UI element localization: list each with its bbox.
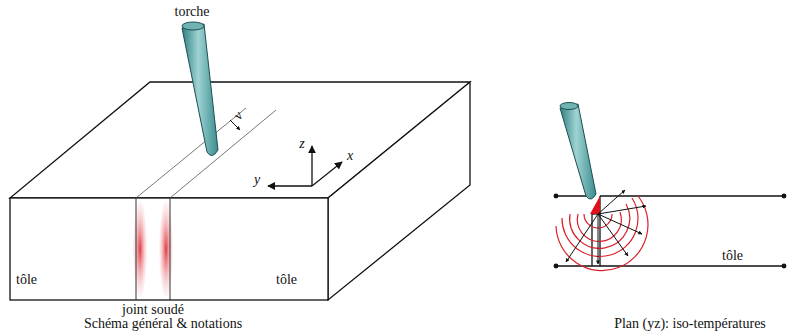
part-name: joint soudé: [122, 302, 184, 317]
velocity-arrow: [230, 120, 240, 130]
caption: Plan (yz): iso-températures: [614, 316, 766, 331]
part-name: tôle: [722, 248, 743, 263]
torch: [182, 22, 218, 156]
iso-temperatures: [556, 196, 648, 271]
part-name: torche: [175, 4, 210, 19]
axis-label: y: [254, 172, 260, 187]
part-name: tôle: [16, 272, 37, 287]
axis-label: x: [347, 148, 353, 163]
section-plate: [554, 194, 786, 268]
caption: Schéma général & notations: [84, 316, 242, 331]
axes: [268, 146, 342, 186]
plate-block: [10, 82, 470, 300]
axis-label: z: [299, 136, 304, 151]
heat-flux-arrows: [566, 190, 646, 264]
part-name: tôle: [276, 272, 297, 287]
torch: [560, 103, 596, 200]
